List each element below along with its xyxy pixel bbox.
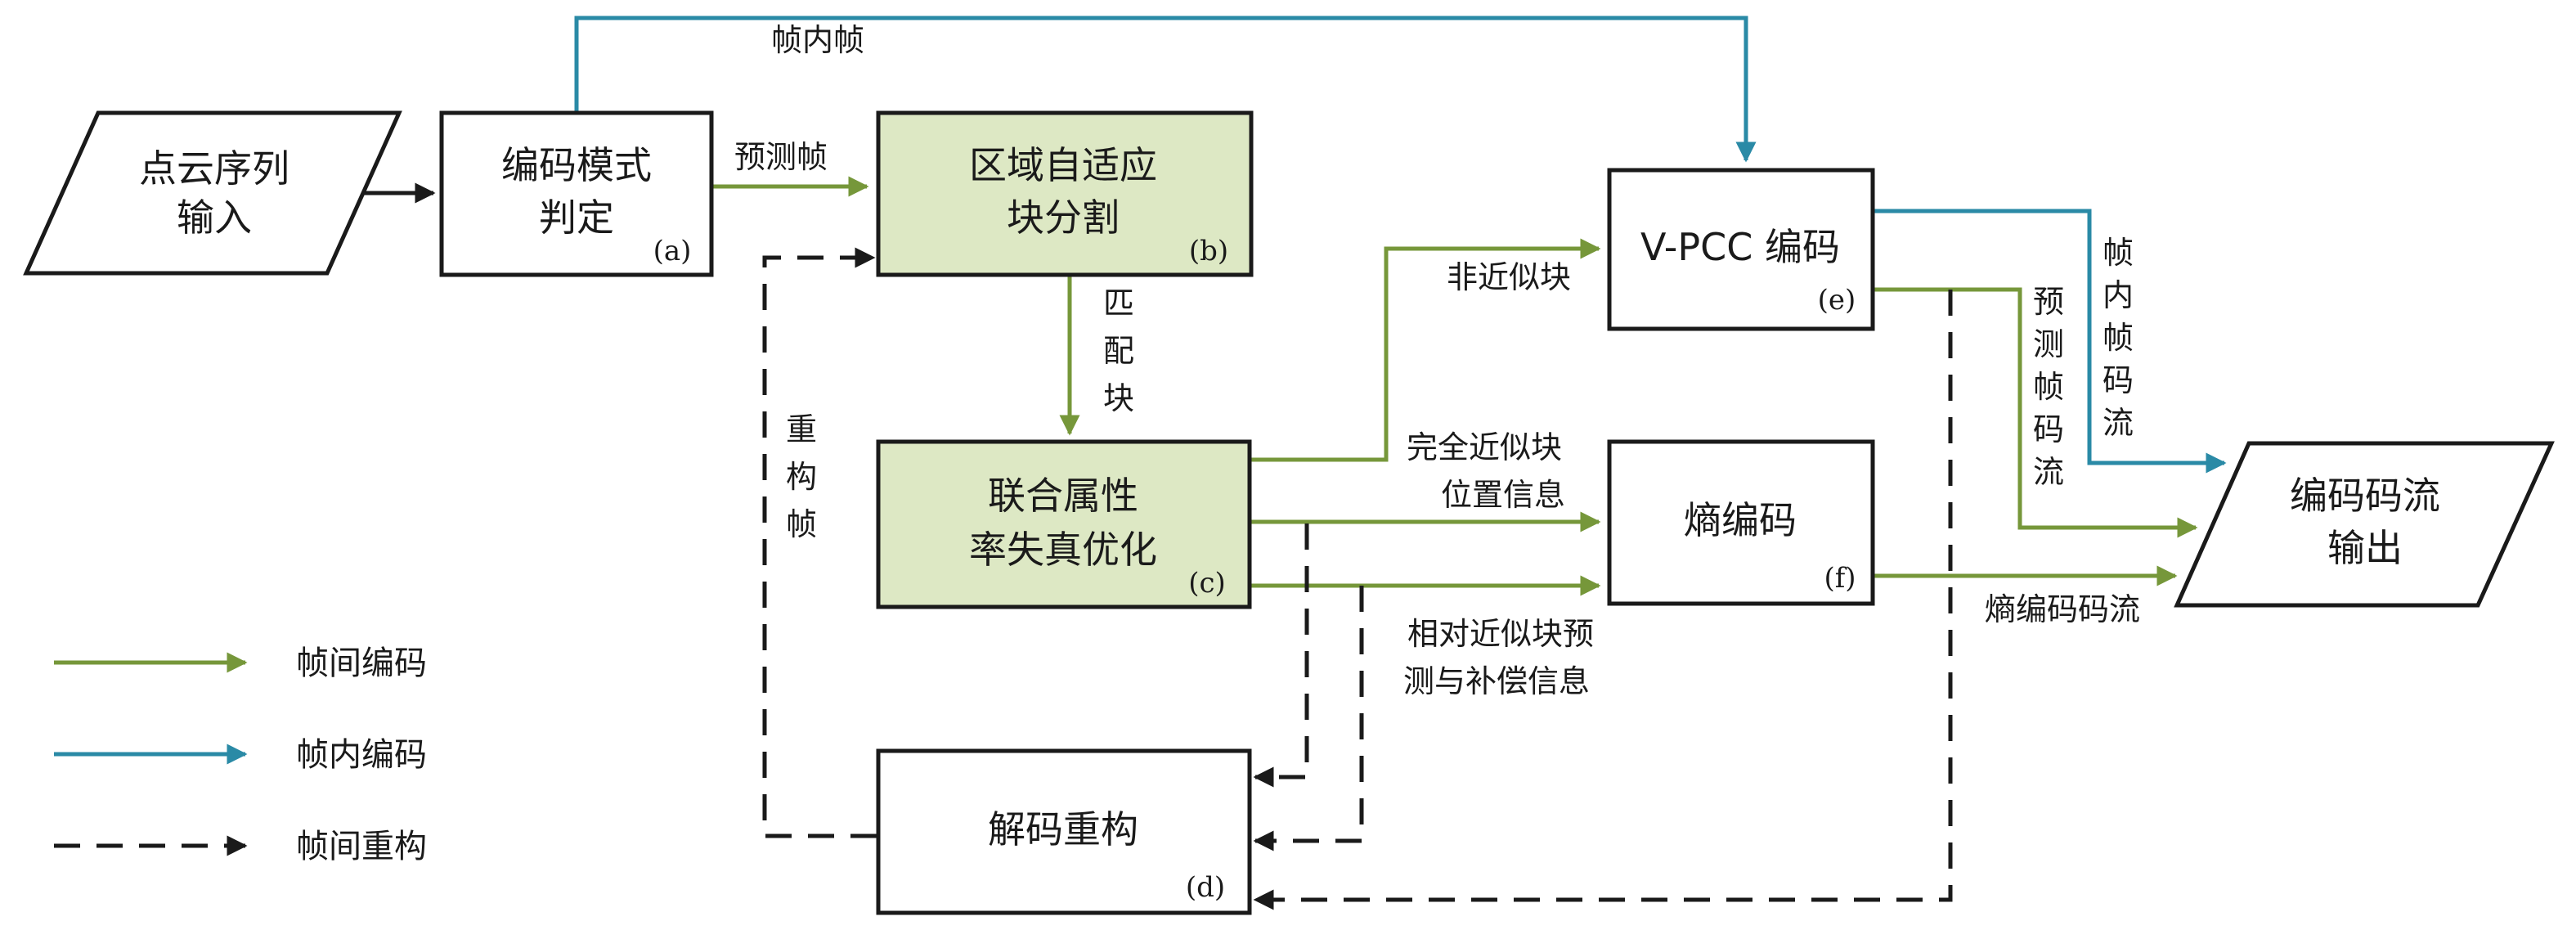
mode-node-line-1: 编码模式 bbox=[501, 143, 652, 187]
label-match-block-3: 块 bbox=[1103, 380, 1134, 416]
label-predicted-stream-1: 预 bbox=[2033, 284, 2064, 320]
rdo-node-line-2: 率失真优化 bbox=[969, 528, 1157, 572]
label-entropy-stream: 熵编码码流 bbox=[1985, 591, 2140, 627]
label-predicted-stream-3: 帧 bbox=[2033, 369, 2064, 405]
rdo-node-tag: (c) bbox=[1188, 567, 1226, 600]
output-node-line-1: 编码码流 bbox=[2290, 474, 2440, 518]
label-fully-similar-block-1: 完全近似块 bbox=[1407, 429, 1562, 465]
decode-node-tag: (d) bbox=[1186, 871, 1225, 904]
edge-intra-stream bbox=[1873, 209, 2227, 474]
vpcc-node-line-1: V-PCC 编码 bbox=[1640, 225, 1840, 269]
partition-node-tag: (b) bbox=[1189, 235, 1228, 267]
legend: 帧间编码 帧内编码 帧间重构 bbox=[54, 645, 427, 865]
output-node-line-2: 输出 bbox=[2327, 526, 2403, 570]
decode-node-shape bbox=[876, 748, 1252, 915]
edge-recon-from-rdo-1 bbox=[1253, 523, 1309, 788]
label-predicted-stream-4: 码 bbox=[2033, 411, 2064, 447]
vpcc-node-tag: (e) bbox=[1818, 284, 1856, 317]
legend-inter-label: 帧间编码 bbox=[296, 645, 427, 682]
mode-node-line-2: 判定 bbox=[539, 195, 614, 240]
label-match-block-2: 配 bbox=[1103, 333, 1134, 369]
rdo-node-shape bbox=[876, 439, 1252, 609]
mode-node-shape bbox=[439, 110, 714, 277]
entropy-node-shape bbox=[1607, 439, 1875, 606]
entropy-node-line-1: 熵编码 bbox=[1684, 498, 1797, 542]
label-match-block-1: 匹 bbox=[1103, 285, 1134, 321]
label-reconstructed-frame-1: 重 bbox=[786, 411, 817, 447]
entropy-node-tag: (f) bbox=[1824, 562, 1856, 595]
label-intra-stream-3: 帧 bbox=[2103, 320, 2134, 356]
edge-predicted-stream bbox=[1873, 287, 2198, 538]
legend-recon-label: 帧间重构 bbox=[296, 828, 427, 865]
label-reconstructed-frame-3: 帧 bbox=[786, 506, 817, 542]
label-intra-stream-4: 码 bbox=[2103, 362, 2134, 398]
label-intra-frame: 帧内帧 bbox=[771, 22, 864, 58]
label-predicted-frame: 预测帧 bbox=[734, 139, 828, 175]
decode-node-line-1: 解码重构 bbox=[988, 807, 1138, 851]
label-reconstructed-frame-2: 构 bbox=[786, 459, 817, 495]
label-relative-similar-block-1: 相对近似块预 bbox=[1407, 616, 1594, 652]
rdo-node-line-1: 联合属性 bbox=[988, 474, 1138, 518]
partition-node-line-1: 区域自适应 bbox=[969, 143, 1157, 187]
edge-intra-frame bbox=[574, 16, 1757, 163]
label-predicted-stream-5: 流 bbox=[2033, 454, 2064, 490]
input-node-line-2: 输入 bbox=[177, 195, 252, 240]
partition-node-line-2: 块分割 bbox=[1007, 195, 1120, 240]
output-node-shape bbox=[2174, 441, 2555, 608]
label-relative-similar-block-2: 测与补偿信息 bbox=[1403, 663, 1590, 699]
label-intra-stream-5: 流 bbox=[2103, 405, 2134, 441]
label-non-similar-block: 非近似块 bbox=[1447, 259, 1571, 295]
edge-recon-from-rdo-2 bbox=[1253, 586, 1364, 851]
partition-node-shape bbox=[876, 110, 1254, 277]
label-fully-similar-block-2: 位置信息 bbox=[1441, 477, 1565, 513]
label-predicted-stream-2: 测 bbox=[2033, 326, 2064, 362]
mode-node-tag: (a) bbox=[653, 235, 692, 267]
edge-reconstructed-frame bbox=[762, 247, 877, 838]
input-node-shape bbox=[23, 110, 402, 276]
label-intra-stream-2: 内 bbox=[2103, 277, 2134, 313]
legend-intra-label: 帧内编码 bbox=[296, 736, 427, 774]
edge-recon-from-vpcc bbox=[1253, 290, 1953, 910]
input-node-line-1: 点云序列 bbox=[139, 146, 289, 191]
vpcc-node-shape bbox=[1607, 168, 1875, 331]
edge-non-similar-block bbox=[1250, 238, 1601, 462]
label-intra-stream-1: 帧 bbox=[2103, 235, 2134, 271]
